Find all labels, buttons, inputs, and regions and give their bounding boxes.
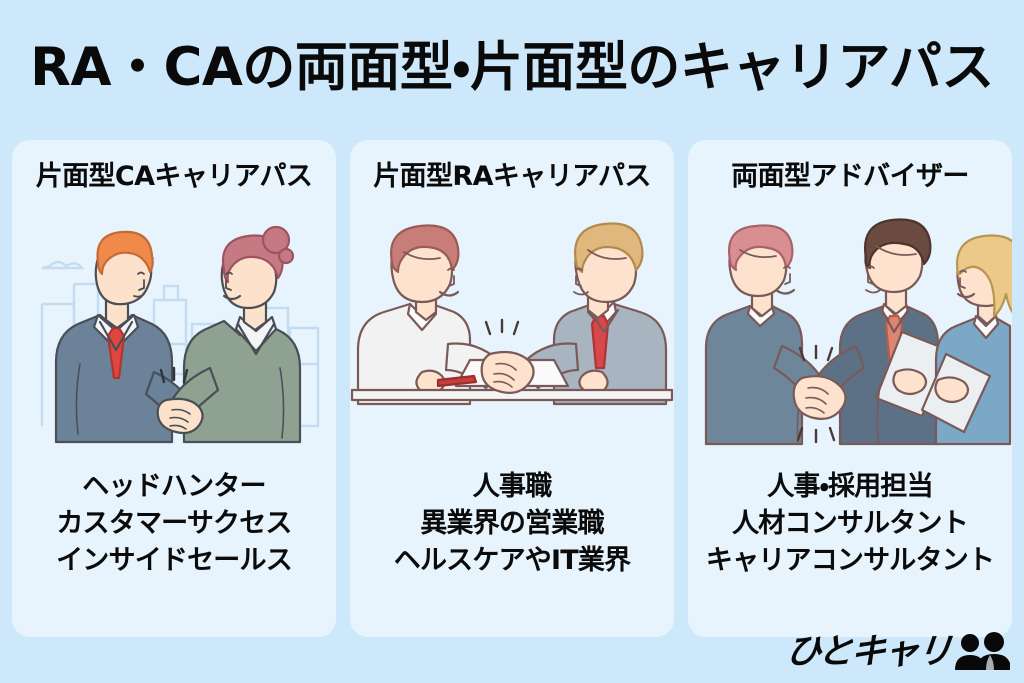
list-item: 人事職 <box>472 471 552 502</box>
career-path-list: ヘッドハンター カスタマーサクセス インサイドセールス <box>12 468 336 579</box>
list-item: 人材コンサルタント <box>732 508 969 539</box>
card-dual-sided-advisor[interactable]: 両面型アドバイザー <box>688 140 1012 637</box>
card-one-sided-ra[interactable]: 片面型RAキャリアパス <box>350 140 674 637</box>
two-men-handshake-desk-illustration <box>350 204 674 454</box>
list-item: インサイドセールス <box>56 545 293 576</box>
list-item: 人事・採用担当 <box>767 471 933 502</box>
three-people-handshake-documents-illustration <box>688 204 1012 454</box>
list-item: ヘルスケアやIT業界 <box>393 545 631 576</box>
card-one-sided-ca[interactable]: 片面型CAキャリアパス <box>12 140 336 637</box>
list-item: ヘッドハンター <box>82 471 266 502</box>
career-path-list: 人事・採用担当 人材コンサルタント キャリアコンサルタント <box>688 468 1012 579</box>
career-path-list: 人事職 異業界の営業職 ヘルスケアやIT業界 <box>350 468 674 579</box>
brand-logo[interactable]: ひとキャリ <box>783 629 1010 675</box>
brand-logo-text: ひとキャリ <box>783 632 953 672</box>
list-item: 異業界の営業職 <box>420 508 604 539</box>
list-item: キャリアコンサルタント <box>705 545 995 576</box>
list-item: カスタマーサクセス <box>56 508 292 539</box>
page-title: RA・CAの両面型・片面型のキャリアパス <box>30 37 994 98</box>
card-heading: 両面型アドバイザー <box>731 161 969 192</box>
two-person-silhouette-icon <box>955 632 1010 670</box>
card-heading: 片面型CAキャリアパス <box>35 161 313 192</box>
career-path-card-row: 片面型CAキャリアパス <box>12 140 1012 637</box>
card-heading: 片面型RAキャリアパス <box>373 161 651 192</box>
two-people-handshake-city-illustration <box>12 204 336 454</box>
